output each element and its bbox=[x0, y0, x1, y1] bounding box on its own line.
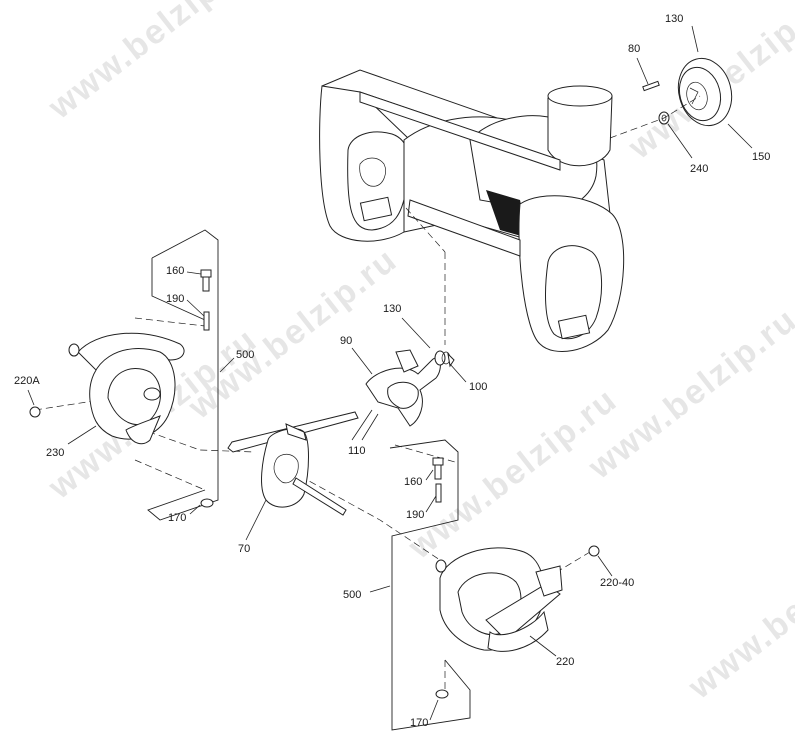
callout-70: 70 bbox=[238, 543, 250, 555]
callout-220a: 220A bbox=[14, 375, 40, 387]
auger-housing bbox=[319, 69, 625, 352]
callout-80: 80 bbox=[628, 43, 640, 55]
watermark-text: www.belzip.ru bbox=[401, 380, 625, 567]
callout-130-top: 130 bbox=[665, 13, 683, 25]
right-auger-group bbox=[389, 439, 600, 731]
callout-100: 100 bbox=[469, 381, 487, 393]
callout-240: 240 bbox=[690, 163, 708, 175]
callout-170-left: 170 bbox=[168, 512, 186, 524]
callout-220-40: 220-40 bbox=[600, 577, 634, 589]
callout-90: 90 bbox=[340, 335, 352, 347]
callout-160-left: 160 bbox=[166, 265, 184, 277]
watermark-text: www.belzip.ru bbox=[681, 520, 795, 707]
watermark-text: www.belzip.ru bbox=[581, 300, 795, 487]
left-auger-group bbox=[29, 229, 219, 521]
callout-500-right: 500 bbox=[343, 589, 361, 601]
callout-190-left: 190 bbox=[166, 293, 184, 305]
callout-160-right: 160 bbox=[404, 476, 422, 488]
callout-500-left: 500 bbox=[236, 349, 254, 361]
gearbox-assembly bbox=[227, 411, 359, 516]
callout-190-right: 190 bbox=[406, 509, 424, 521]
callout-130-mid: 130 bbox=[383, 303, 401, 315]
callout-150: 150 bbox=[752, 151, 770, 163]
callout-170-right: 170 bbox=[410, 717, 428, 729]
impeller-assembly bbox=[365, 349, 455, 427]
watermark-text: www.belzip.ru bbox=[41, 0, 265, 127]
callout-labels: 130 80 150 240 160 190 500 220A 230 170 … bbox=[14, 13, 770, 729]
callout-220: 220 bbox=[556, 656, 574, 668]
callout-110: 110 bbox=[348, 445, 366, 457]
leader-lines bbox=[27, 25, 753, 721]
watermark-text: www.belzip.ru bbox=[181, 240, 405, 427]
callout-230: 230 bbox=[46, 447, 64, 459]
